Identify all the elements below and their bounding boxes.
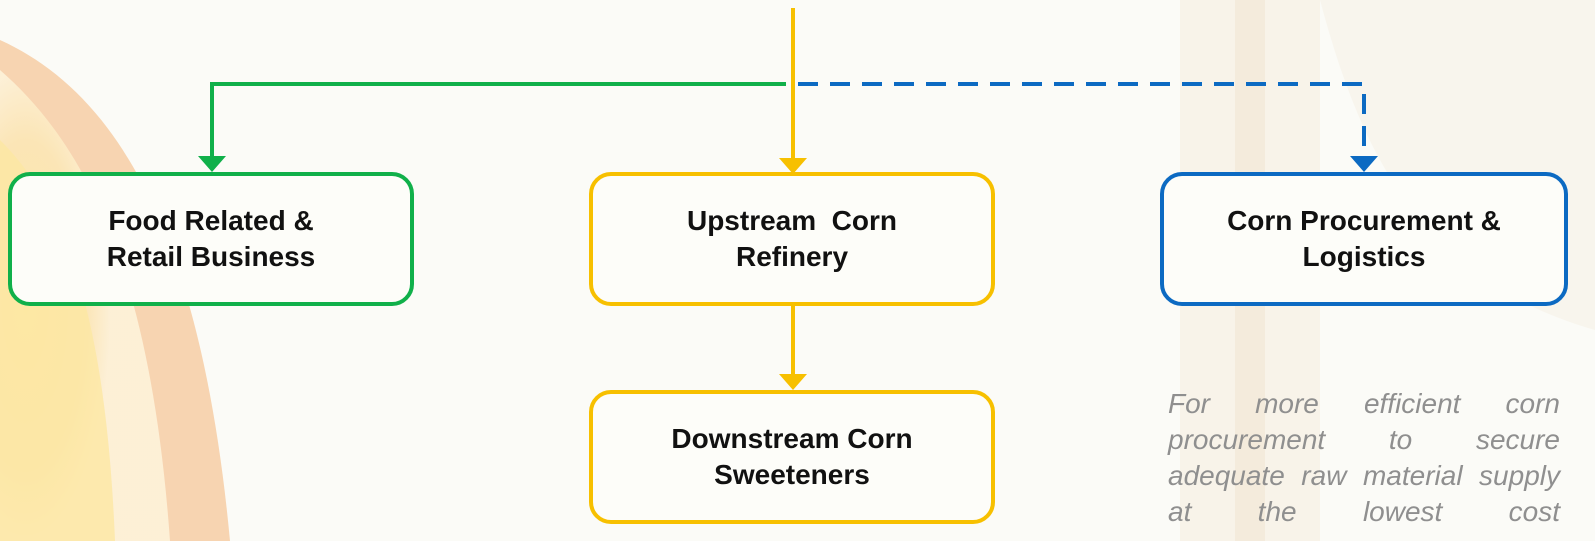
green-connector [210, 82, 786, 158]
arrow-to-upstream [779, 158, 807, 174]
node-procurement-line1: Corn Procurement & [1227, 205, 1501, 236]
node-upstream-corn-refinery: Upstream Corn Refinery [589, 172, 995, 306]
arrow-to-food [198, 156, 226, 172]
node-food-line1: Food Related & [108, 205, 314, 236]
arrow-to-procurement [1350, 156, 1378, 172]
arrow-to-downstream [779, 374, 807, 390]
node-corn-procurement-logistics: Corn Procurement & Logistics [1160, 172, 1568, 306]
blue-dashed-connector [798, 82, 1366, 158]
node-procurement-line2: Logistics [1302, 241, 1426, 272]
node-food-line2: Retail Business [106, 241, 316, 272]
procurement-note: For more efficient corn procurement to s… [1168, 388, 1560, 527]
node-upstream-line1: Upstream Corn [686, 205, 898, 236]
node-downstream-line2: Sweeteners [714, 459, 870, 490]
node-food-related-retail: Food Related & Retail Business [8, 172, 414, 306]
node-downstream-corn-sweeteners: Downstream Corn Sweeteners [589, 390, 995, 524]
node-upstream-line2: Refinery [735, 241, 849, 272]
node-downstream-line1: Downstream Corn [671, 423, 913, 454]
